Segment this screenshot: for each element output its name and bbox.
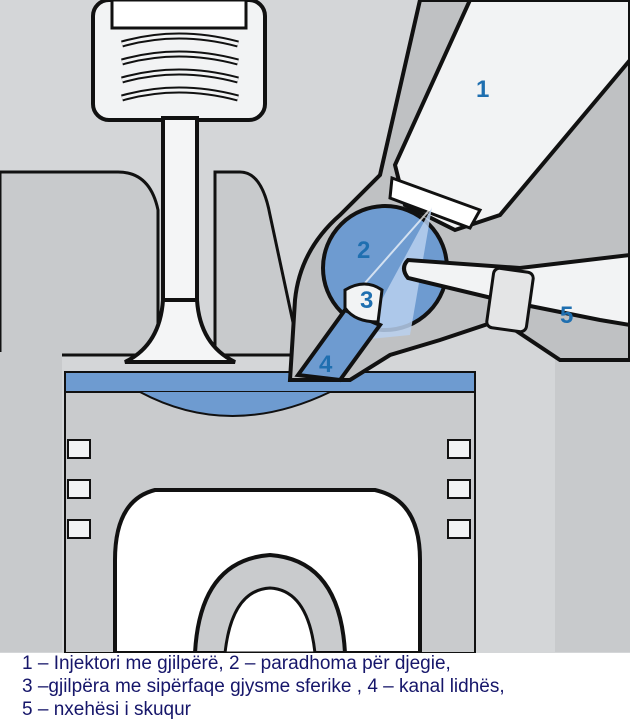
injector-nozzle (388, 175, 483, 230)
caption: 1 – Injektori me gjilpërë, 2 – paradhoma… (22, 652, 622, 721)
valve-port-right (213, 170, 302, 357)
glow-plug-collar (485, 266, 535, 334)
wrist-pin (223, 586, 317, 653)
head-deck-left (0, 352, 62, 652)
caption-line-2: 3 –gjilpëra me sipërfaqe gjysme sferike … (22, 676, 505, 697)
valve-port (0, 170, 160, 357)
injector-body (392, 0, 630, 233)
prechamber-diagram: 1 2 3 4 5 (0, 0, 630, 653)
label-channel: 4 (319, 351, 333, 378)
label-needle: 3 (360, 287, 373, 314)
caption-line-3: 5 – nxehësi i skuqur (22, 699, 191, 720)
head-deck-right (555, 352, 630, 652)
connecting-channel (294, 307, 384, 383)
valve-head (124, 298, 236, 364)
piston-rings (67, 439, 471, 539)
label-prechamber: 2 (357, 237, 370, 264)
caption-line-1: 1 – Injektori me gjilpërë, 2 – paradhoma… (22, 653, 451, 674)
hemispherical-needle (343, 282, 384, 324)
main-chamber (64, 371, 476, 393)
label-glow-plug: 5 (560, 302, 573, 329)
piston-bowl (139, 391, 331, 417)
valve-retainer (110, 0, 248, 30)
label-injector: 1 (476, 76, 489, 103)
